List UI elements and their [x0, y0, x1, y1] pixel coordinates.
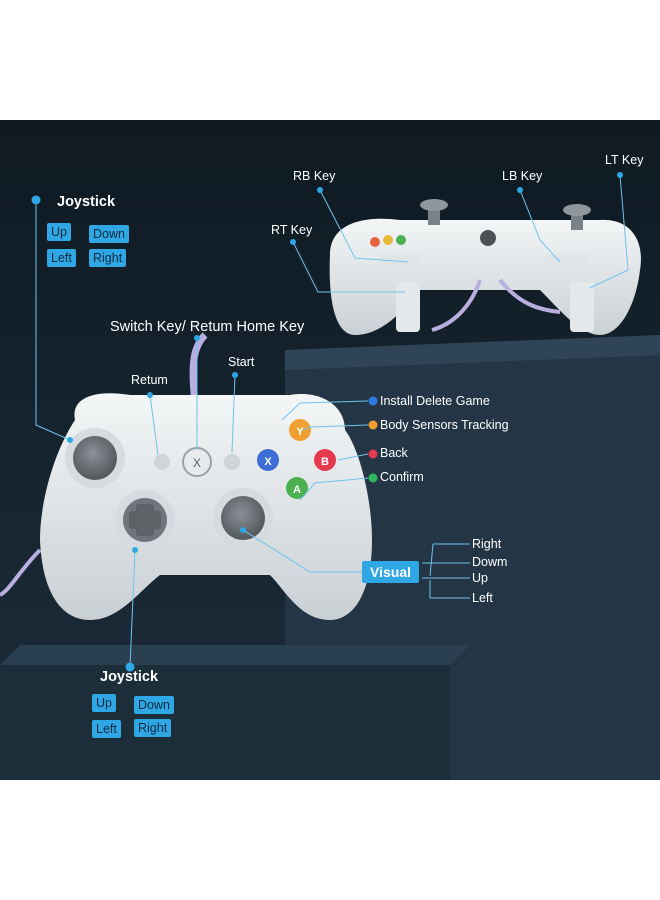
joystick-top-left: Left	[47, 249, 76, 267]
lt-key-label: LT Key	[605, 153, 644, 167]
joystick-title-bottom: Joystick	[100, 669, 159, 685]
body-sensors-tracking-label: Body Sensors Tracking	[380, 418, 509, 432]
visual-down-label: Dowm	[472, 555, 508, 569]
switch-key-label: Switch Key/ Retum Home Key	[110, 319, 305, 335]
connector-lines	[35, 174, 629, 668]
svg-text:A: A	[293, 484, 301, 496]
joystick-bottom-up: Up	[92, 694, 116, 712]
controller-back-view	[329, 199, 641, 335]
visual-right-label: Right	[472, 537, 502, 551]
joystick-top-up: Up	[47, 223, 71, 241]
rb-key-label: RB Key	[293, 169, 336, 183]
retum-label: Retum	[131, 373, 168, 387]
joystick-bottom-down: Down	[134, 696, 174, 714]
callout-dots	[31, 172, 623, 672]
svg-text:X: X	[264, 456, 272, 468]
start-label: Start	[228, 355, 255, 369]
svg-text:Y: Y	[296, 426, 304, 438]
visual-up-label: Up	[472, 571, 488, 585]
controller-front-view: X Y X B A	[0, 332, 372, 620]
product-scene: X Y X B A	[0, 120, 660, 780]
visual-label: Visual	[362, 561, 419, 583]
joystick-top-down: Down	[89, 225, 129, 243]
confirm-label: Confirm	[380, 470, 424, 484]
visual-left-label: Left	[472, 591, 493, 605]
back-label: Back	[380, 446, 408, 460]
rt-key-label: RT Key	[271, 223, 313, 237]
install-delete-game-label: Install Delete Game	[380, 394, 490, 408]
pedestals	[0, 335, 660, 780]
joystick-bottom-right: Right	[134, 719, 172, 737]
svg-text:X: X	[193, 456, 201, 470]
svg-text:B: B	[321, 456, 329, 468]
joystick-bottom-left: Left	[92, 720, 121, 738]
controller-illustration: X Y X B A	[0, 172, 660, 780]
joystick-title-top: Joystick	[57, 194, 116, 210]
joystick-top-right: Right	[89, 249, 127, 267]
lb-key-label: LB Key	[502, 169, 543, 183]
